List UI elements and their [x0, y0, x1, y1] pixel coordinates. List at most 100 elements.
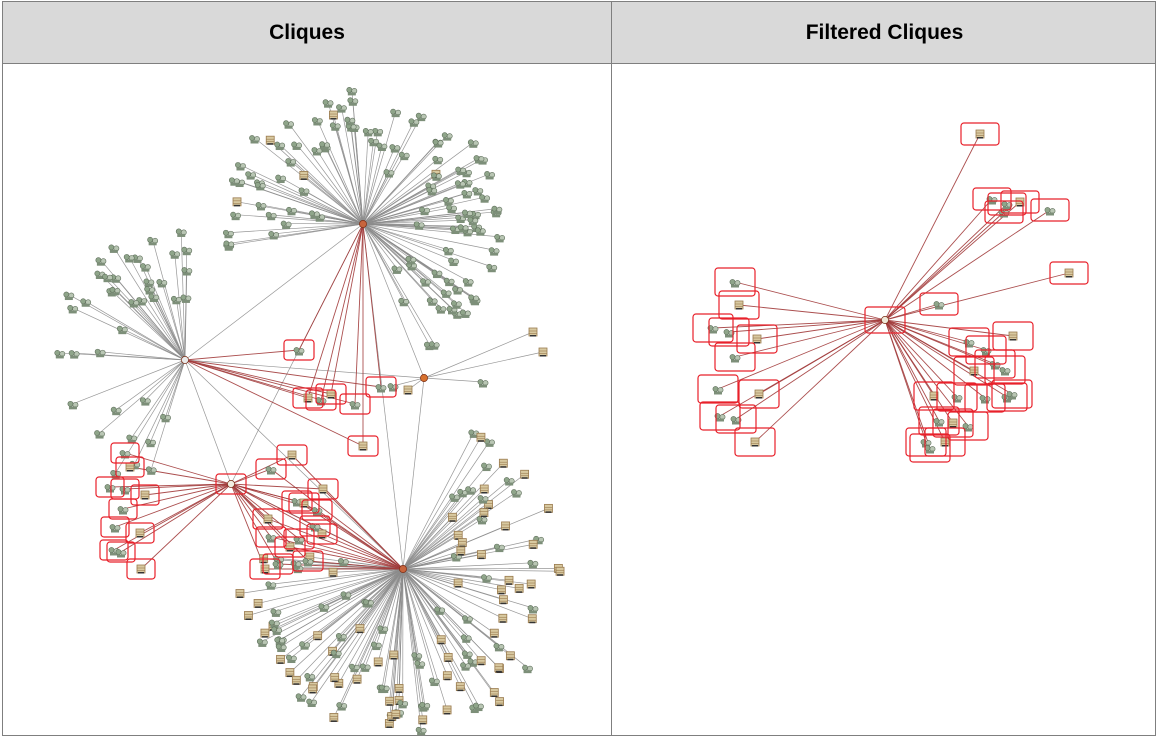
person-node-icon: [139, 397, 151, 406]
nodes-layer: [707, 129, 1074, 454]
person-node-icon: [449, 493, 460, 502]
edge: [362, 145, 383, 225]
highlight-box: [984, 355, 1026, 385]
highlight-box: [130, 484, 160, 506]
highlight-box: [1049, 261, 1089, 285]
person-node-icon: [376, 142, 388, 151]
person-node-icon: [109, 524, 121, 533]
building-node-icon: [448, 512, 457, 522]
highlight-box: [339, 393, 371, 415]
highlight-box: [299, 515, 331, 537]
building-node-icon: [476, 656, 486, 666]
building-node-icon: [389, 650, 399, 660]
building-node-icon: [235, 589, 245, 598]
edge: [341, 107, 364, 225]
person-node-icon: [116, 325, 128, 335]
person-node-icon: [145, 466, 157, 475]
building-node-icon: [489, 688, 499, 698]
edge: [402, 479, 510, 570]
highlight-box: [718, 290, 760, 320]
building-node-icon: [287, 450, 297, 460]
person-node-icon: [476, 515, 488, 525]
edge: [402, 568, 500, 702]
edge: [362, 115, 422, 225]
edge: [423, 331, 534, 379]
building-node-icon: [135, 528, 145, 538]
person-node-icon: [493, 543, 505, 553]
red-edge: [307, 223, 364, 399]
person-node-icon: [109, 286, 121, 296]
person-node-icon: [443, 277, 455, 287]
red-edge: [754, 319, 886, 443]
edge: [362, 223, 398, 269]
person-node-icon: [468, 294, 480, 303]
person-node-icon: [999, 367, 1011, 376]
person-node-icon: [359, 663, 371, 672]
person-node-icon: [268, 619, 280, 629]
edge: [362, 154, 405, 225]
edge: [316, 149, 364, 225]
person-node-icon: [729, 279, 741, 288]
highlight-box: [283, 528, 315, 550]
edge: [257, 568, 404, 604]
red-edge: [321, 533, 404, 570]
building-node-icon: [232, 197, 242, 207]
person-node-icon: [435, 305, 447, 314]
edge: [296, 144, 364, 225]
building-node-icon: [263, 514, 273, 524]
person-node-icon: [340, 591, 352, 600]
edge: [368, 568, 404, 603]
building-node-icon: [520, 469, 530, 479]
highlight-layer: [95, 339, 397, 580]
red-edge: [719, 319, 886, 417]
edge: [273, 223, 364, 235]
highlight-box: [991, 379, 1033, 409]
person-node-icon: [108, 244, 120, 253]
person-node-icon: [454, 180, 466, 189]
person-node-icon: [481, 462, 492, 472]
person-node-icon: [481, 574, 492, 583]
edge: [402, 568, 422, 730]
person-node-icon: [362, 127, 374, 137]
highlight-box: [948, 327, 990, 357]
highlight-box: [301, 499, 333, 521]
cliques-graph-panel: [3, 64, 611, 736]
person-node-icon: [488, 247, 500, 256]
highlight-box: [953, 356, 995, 386]
edge: [115, 277, 186, 361]
edge: [356, 568, 404, 680]
hub-node-icon: [881, 316, 889, 324]
building-node-icon: [544, 503, 553, 513]
edge: [402, 568, 495, 634]
edge: [333, 568, 404, 718]
edge: [279, 568, 404, 641]
edge: [248, 568, 404, 616]
building-node-icon: [484, 500, 493, 510]
header-filtered-cliques: Filtered Cliques: [805, 20, 964, 44]
edge: [85, 300, 186, 361]
edge: [165, 359, 186, 417]
red-edge: [184, 359, 382, 388]
person-node-icon: [467, 139, 479, 148]
red-edge: [884, 201, 1021, 321]
highlight-box: [936, 382, 978, 412]
building-node-icon: [505, 651, 515, 661]
person-node-icon: [924, 445, 936, 454]
edge: [335, 568, 404, 653]
red-edge: [884, 319, 1014, 337]
building-node-icon: [528, 327, 538, 337]
building-node-icon: [276, 654, 285, 664]
edge: [362, 130, 369, 225]
header-cliques: Cliques: [269, 20, 345, 44]
person-node-icon: [245, 171, 257, 180]
edge: [362, 175, 437, 225]
filtered-cliques-graph-panel: [612, 64, 1157, 736]
person-node-icon: [408, 118, 420, 127]
highlight-box: [738, 379, 780, 409]
building-node-icon: [456, 546, 466, 556]
edge: [289, 568, 404, 673]
edge: [402, 473, 525, 570]
highlight-box: [99, 539, 129, 561]
highlight-box: [974, 349, 1016, 379]
edge: [311, 568, 404, 702]
